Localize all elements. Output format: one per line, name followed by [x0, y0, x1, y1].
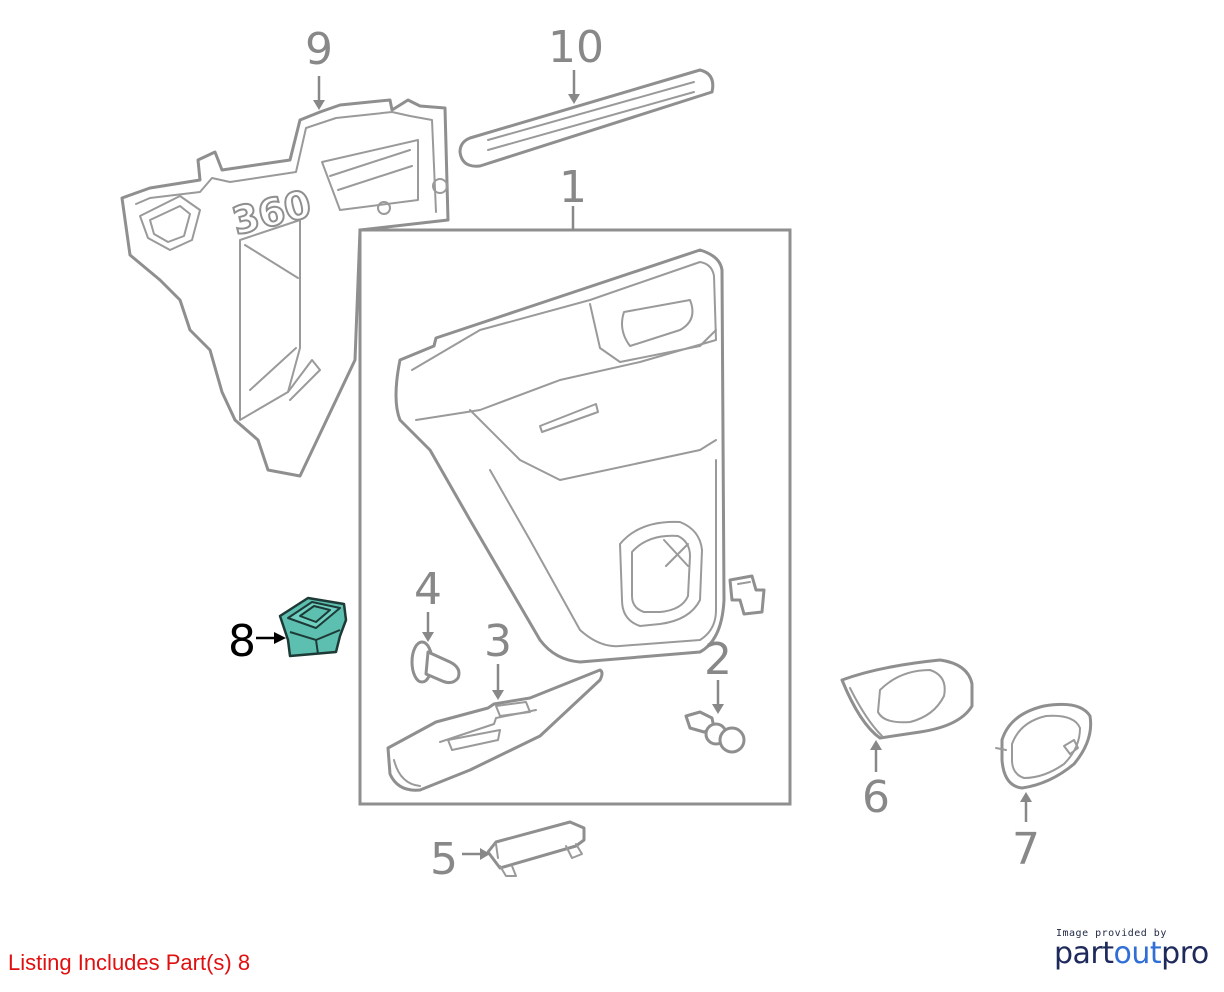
- image-credit-caption: Image provided by: [1056, 928, 1167, 939]
- part-8-window-switch: [278, 596, 348, 658]
- callout-8: 8: [228, 616, 256, 667]
- callout-2: 2: [704, 634, 732, 685]
- part-3-switch-bezel: [386, 668, 604, 792]
- callout-6: 6: [862, 772, 890, 823]
- callout-4: 4: [414, 564, 442, 615]
- callout-3: 3: [484, 616, 512, 667]
- partoutpro-logo: partoutpro: [1054, 936, 1209, 971]
- part-9-insulator-panel: 360: [120, 98, 450, 478]
- part-4-push-pin: [410, 640, 461, 685]
- part-1-box: [358, 228, 792, 806]
- listing-includes-text: Listing Includes Part(s) 8: [8, 950, 251, 975]
- logo-part: part: [1054, 936, 1114, 971]
- part-7-escutcheon: [995, 702, 1093, 790]
- callout-1: 1: [559, 162, 587, 213]
- part-1-door-trim-panel: [394, 248, 726, 664]
- callout-10: 10: [548, 22, 604, 73]
- part-10-molding-strip: [458, 68, 715, 168]
- part-6-handle-bezel: [840, 658, 974, 740]
- part-2-push-clip: [684, 710, 746, 754]
- logo-pro: pro: [1161, 936, 1209, 971]
- callout-7: 7: [1012, 824, 1040, 875]
- callout-9: 9: [305, 24, 333, 75]
- part-5-bracket: [486, 820, 586, 877]
- callout-5: 5: [430, 834, 458, 885]
- part-1-clip: [728, 574, 766, 616]
- logo-out: out: [1113, 936, 1162, 971]
- callout-leaders: [256, 70, 1032, 860]
